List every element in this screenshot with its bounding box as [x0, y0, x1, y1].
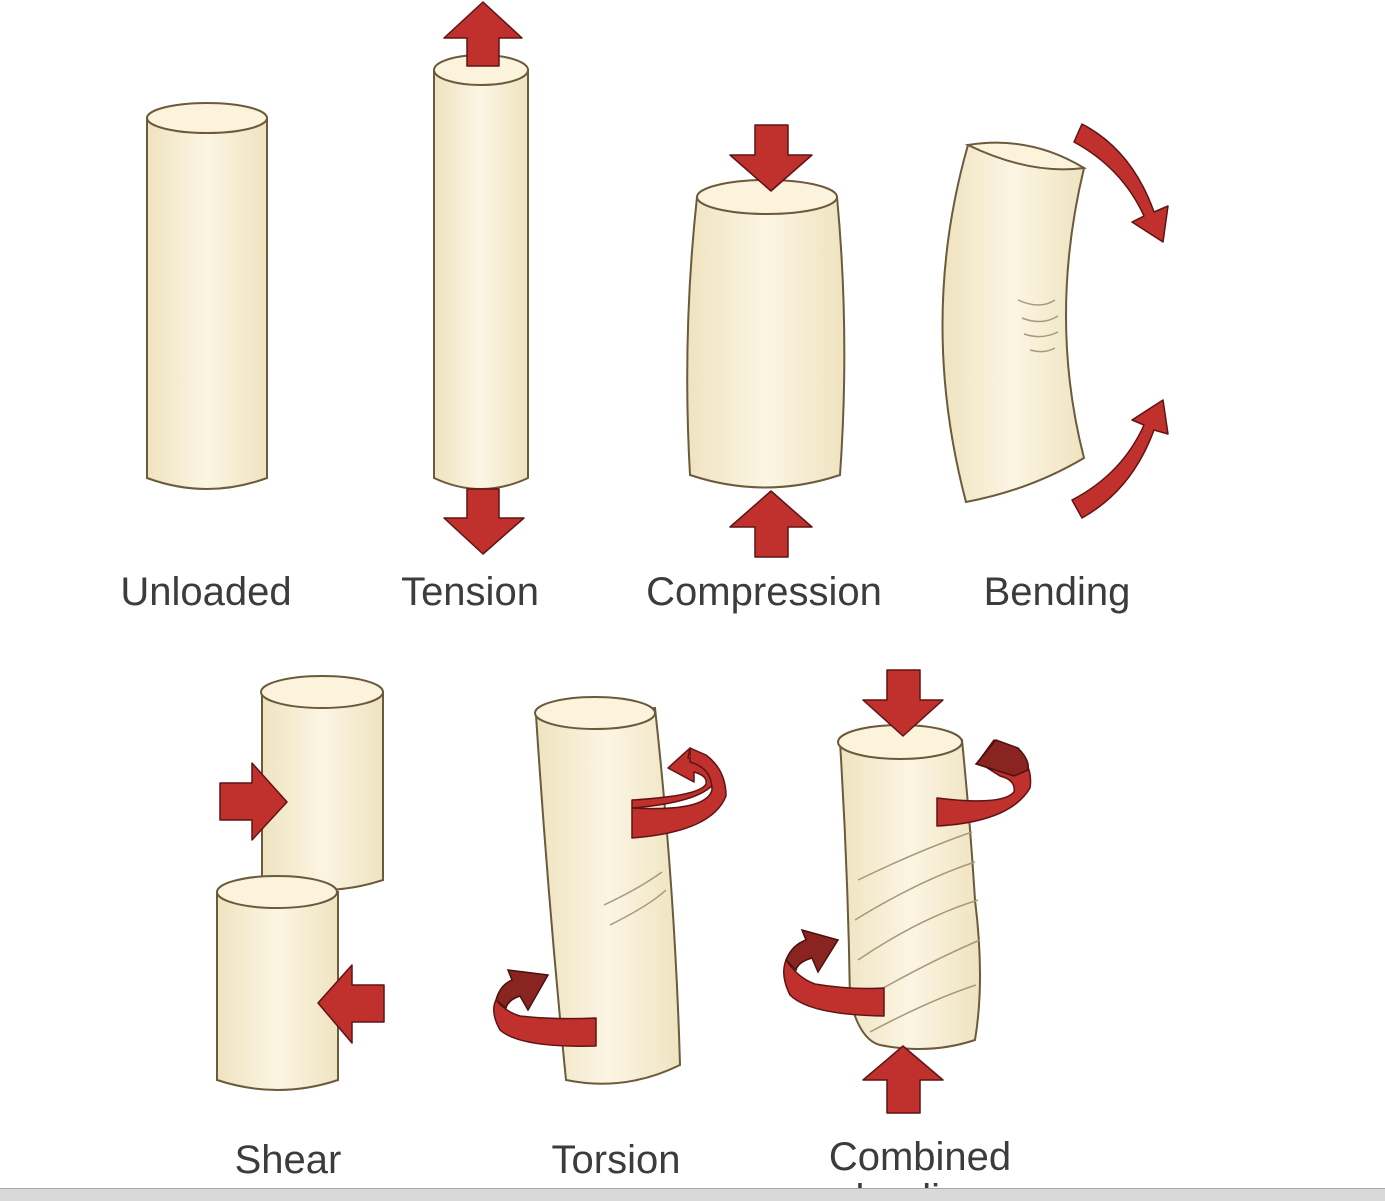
bending-figure: [941, 123, 1169, 519]
bending-top-arrow: [1073, 123, 1169, 243]
compression-top-arrow: [729, 124, 813, 192]
torsion-figure: [493, 696, 727, 1085]
combined-bottom-twist-head: [785, 928, 840, 974]
torsion-bottom-arrowhead: [495, 969, 550, 1012]
label-combined: Combined: [829, 1135, 1011, 1179]
label-unloaded: Unloaded: [120, 570, 291, 614]
label-bending: Bending: [984, 570, 1131, 614]
label-shear: Shear: [235, 1138, 342, 1182]
window-bottom-edge: [0, 1188, 1385, 1201]
tension-down-arrow: [443, 488, 525, 555]
combined-top-twist-head: [974, 739, 1030, 777]
shear-left-arrow: [317, 964, 385, 1044]
combined-figure: [783, 669, 1032, 1114]
tension-up-arrow: [443, 1, 523, 67]
unloaded-figure: [146, 102, 268, 490]
compression-figure: [686, 124, 846, 558]
combined-bottom-arrow: [862, 1045, 944, 1114]
combined-bottom-twist: [783, 959, 885, 1017]
label-tension: Tension: [401, 570, 539, 614]
bending-bottom-arrow: [1071, 399, 1169, 519]
tension-figure: [433, 1, 529, 555]
shear-right-arrow: [219, 762, 288, 841]
torsion-bottom-band: [493, 999, 597, 1047]
label-torsion: Torsion: [552, 1138, 681, 1182]
label-compression: Compression: [646, 570, 882, 614]
compression-bottom-arrow: [729, 490, 813, 558]
combined-top-arrow: [862, 669, 944, 737]
shear-figure: [216, 675, 385, 1091]
torsion-top-band: [631, 747, 727, 839]
